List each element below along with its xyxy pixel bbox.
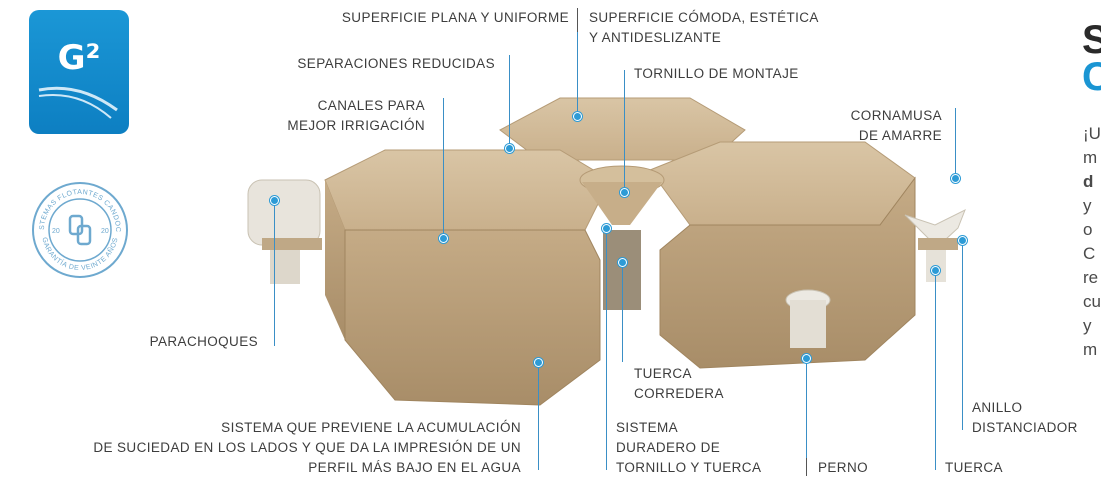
leader-cornamusa [955, 108, 956, 178]
warranty-seal: SISTEMAS FLOTANTES CANDOCK GARANTÍA DE V… [30, 180, 128, 278]
leader-canales [443, 98, 444, 238]
side-paragraph-line: ¡U [1083, 124, 1101, 143]
side-paragraph-line: y [1083, 196, 1092, 215]
leader-tornillo [624, 70, 625, 192]
label-divider [577, 8, 578, 32]
label-tuerca: TUERCA [945, 460, 1003, 475]
leader-superficie-comoda [577, 14, 578, 116]
g2-logo: G² [29, 10, 129, 134]
label-duradero-2: DURADERO DE [616, 440, 721, 455]
leader-tuerca [935, 270, 936, 470]
label-duradero-3: TORNILLO Y TUERCA [616, 460, 762, 475]
side-paragraph-line: d [1083, 172, 1094, 191]
label-tornillo-montaje: TORNILLO DE MONTAJE [634, 66, 799, 81]
label-superficie-comoda-1: SUPERFICIE CÓMODA, ESTÉTICA [589, 10, 819, 25]
leader-tuerca-corredera [622, 262, 623, 362]
leader-dot [602, 224, 611, 233]
leader-dot [802, 354, 811, 363]
label-canales-1: CANALES PARA [317, 98, 425, 113]
leader-dot [439, 234, 448, 243]
label-anillo-2: DISTANCIADOR [972, 420, 1078, 435]
label-anillo-1: ANILLO [972, 400, 1023, 415]
side-title-line-2: C [1082, 55, 1101, 99]
label-sistema-3: PERFIL MÁS BAJO EN EL AGUA [308, 460, 521, 475]
leader-dot [618, 258, 627, 267]
wave-icon [38, 86, 118, 119]
label-duradero-1: SISTEMA [616, 420, 679, 435]
label-perno: PERNO [818, 460, 869, 475]
label-separaciones: SEPARACIONES REDUCIDAS [297, 56, 495, 71]
label-sistema-2: DE SUCIEDAD EN LOS LADOS Y QUE DA LA IMP… [93, 440, 521, 455]
label-cornamusa-1: CORNAMUSA [850, 108, 942, 123]
side-paragraph-line: o [1083, 220, 1093, 239]
label-tuerca-corredera-1: TUERCA [634, 366, 692, 381]
side-paragraph-line: C [1083, 244, 1096, 263]
leader-dot [958, 236, 967, 245]
leader-parachoques [274, 200, 275, 346]
leader-dot [505, 144, 514, 153]
leader-dot [951, 174, 960, 183]
seal-right-num: 20 [101, 228, 109, 235]
g2-logo-text: G² [57, 38, 101, 78]
label-superficie-comoda-2: Y ANTIDESLIZANTE [589, 30, 722, 45]
side-paragraph-line: re [1083, 268, 1099, 287]
leader-sistema [538, 362, 539, 470]
side-paragraph-line: m [1083, 340, 1098, 359]
label-cornamusa-2: DE AMARRE [858, 128, 942, 143]
side-paragraph-line: m [1083, 148, 1098, 167]
leader-dot [534, 358, 543, 367]
label-parachoques: PARACHOQUES [149, 334, 258, 349]
leader-duradero [606, 228, 607, 470]
leader-dot [620, 188, 629, 197]
leader-dot [573, 112, 582, 121]
label-superficie-plana: SUPERFICIE PLANA Y UNIFORME [341, 10, 569, 25]
side-paragraph-line: cu [1083, 292, 1101, 311]
leader-anillo [962, 240, 963, 430]
leader-dot [931, 266, 940, 275]
side-paragraph-line: y [1083, 316, 1092, 335]
leader-separaciones [509, 55, 510, 148]
label-sistema-1: SISTEMA QUE PREVIENE LA ACUMULACIÓN [221, 420, 521, 435]
seal-left-num: 20 [52, 228, 60, 235]
side-title-line-1: S [1082, 18, 1101, 62]
leader-dot [270, 196, 279, 205]
label-divider [806, 458, 807, 476]
label-canales-2: MEJOR IRRIGACIÓN [287, 118, 425, 133]
label-tuerca-corredera-2: CORREDERA [634, 386, 724, 401]
leader-perno [806, 358, 807, 470]
